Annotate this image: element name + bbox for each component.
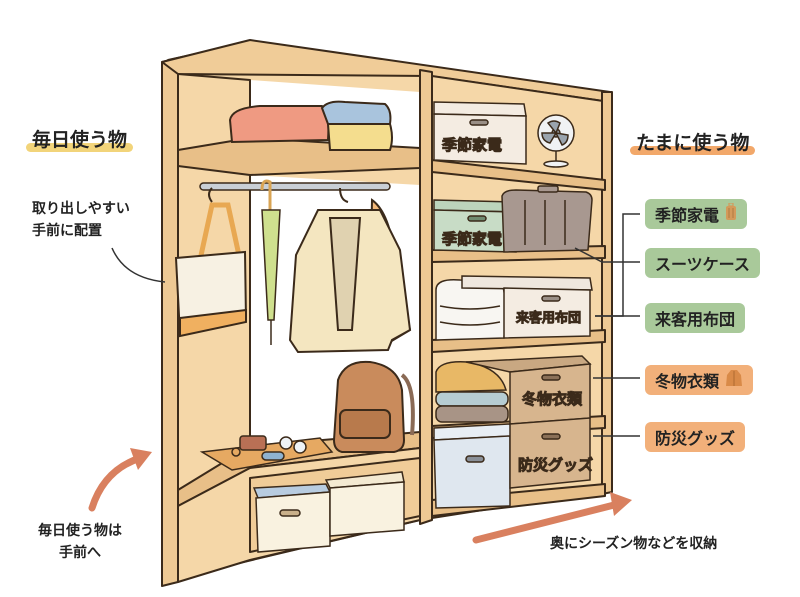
bench-storage-boxes	[252, 471, 405, 553]
tag-label: 来客用布団	[655, 310, 736, 329]
back-arrow	[472, 492, 632, 544]
folded-sweaters	[433, 360, 513, 509]
tote-bag	[174, 187, 248, 338]
disaster-box-label: 防災グッズ	[518, 456, 593, 474]
futon-box-label: 来客用布団	[516, 310, 581, 326]
note-line-2: 手前へ	[59, 545, 101, 561]
front-placement-note: 取り出しやすい 手前に配置	[32, 198, 130, 242]
front-arrow	[88, 448, 152, 512]
note-line-1: 取り出しやすい	[32, 201, 130, 217]
note-line-1: 毎日使う物は	[38, 523, 122, 539]
guest-futon-box: 来客用布団	[461, 275, 593, 339]
electric-fan-icon	[537, 114, 575, 168]
daily-items-heading: 毎日使う物	[26, 125, 134, 152]
back-storage-note: 奥にシーズン物などを収納	[550, 536, 718, 552]
connector-lines	[111, 213, 640, 437]
tag-guest-futon: 来客用布団	[645, 303, 746, 333]
winter-clothes-box: 冬物衣類	[465, 355, 592, 425]
tag-seasonal-appliances: 季節家電	[645, 199, 748, 229]
futon	[435, 278, 507, 341]
occasional-items-heading: たまに使う物	[630, 128, 756, 155]
backpack	[332, 360, 415, 453]
connector-suitcase	[574, 247, 640, 263]
note-line-2: 手前に配置	[32, 223, 102, 239]
suitcase-icon	[725, 202, 737, 225]
jacket	[288, 187, 412, 354]
tray-with-accessories	[199, 435, 334, 471]
connector-tote	[111, 247, 166, 283]
disaster-goods-box: 防災グッズ	[509, 417, 594, 489]
top-appliance-box: 季節家電	[433, 101, 527, 165]
tag-label: 冬物衣類	[655, 372, 720, 391]
umbrella	[260, 179, 281, 345]
tag-label: スーツケース	[655, 255, 750, 274]
suitcase	[501, 185, 593, 253]
top-box-label: 季節家電	[442, 136, 502, 154]
clothes-rod	[199, 182, 391, 191]
folded-towels	[228, 100, 393, 151]
tag-label: 季節家電	[655, 206, 720, 225]
tag-label: 防災グッズ	[655, 429, 736, 448]
daily-front-note: 毎日使う物は 手前へ	[38, 520, 122, 564]
winter-box-label: 冬物衣類	[522, 390, 582, 408]
occasional-highlight	[630, 146, 756, 155]
tag-winter-clothes: 冬物衣類	[645, 365, 754, 395]
daily-highlight	[26, 143, 134, 152]
green-appliance-box: 季節家電	[433, 199, 519, 253]
green-box-label: 季節家電	[442, 230, 502, 248]
jacket-icon	[725, 369, 743, 391]
tag-suitcase: スーツケース	[645, 248, 760, 278]
tag-disaster-goods: 防災グッズ	[645, 422, 746, 452]
